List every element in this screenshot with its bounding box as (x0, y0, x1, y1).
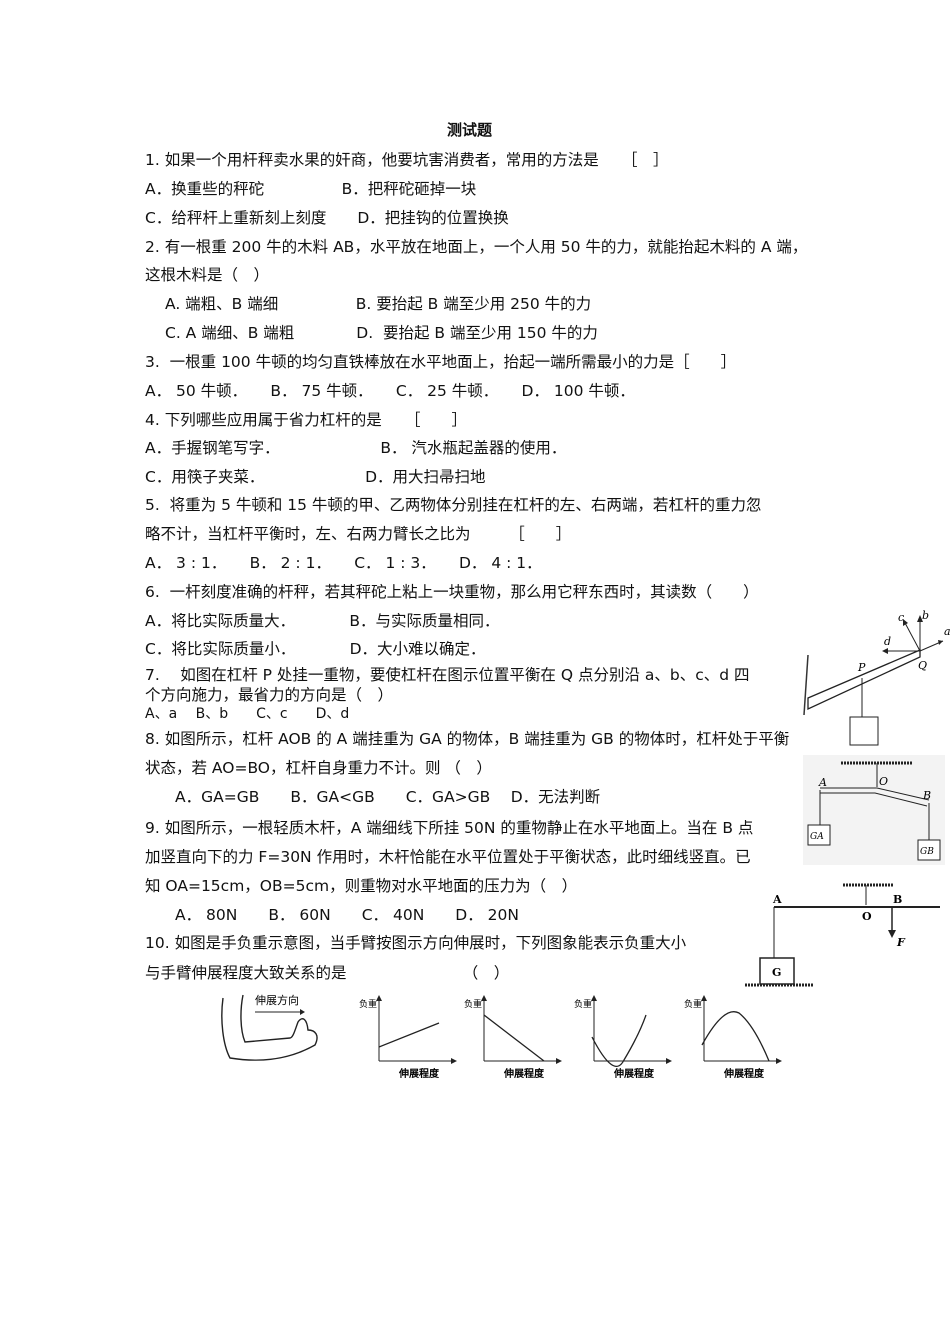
label-ga: GA (810, 832, 824, 842)
label-a: A (818, 776, 827, 789)
text-line: 这根木料是（ ） (145, 266, 270, 284)
text-line: 3. 一根重 100 牛顿的均匀直铁棒放在水平地面上，抬起一端所需最小的力是［ … (145, 353, 737, 371)
text-line: 2. 有一根重 200 牛的木料 AB，水平放在地面上，一个人用 50 牛的力，… (145, 238, 808, 256)
y-axis-label: 负重 (464, 998, 482, 1010)
label-o: O (879, 775, 888, 788)
text-line: C．将比实际质量小． D．大小难以确定． (145, 640, 486, 658)
label-c: c (898, 611, 904, 624)
text-line: A. 端粗、B 端细 B. 要抬起 B 端至少用 250 牛的力 (165, 295, 592, 313)
y-axis-label: 负重 (684, 998, 702, 1010)
label-d: d (884, 635, 891, 648)
text-line: 与手臂伸展程度大致关系的是 （ ） (145, 964, 510, 982)
text-line: C. A 端细、B 端粗 D. 要抬起 B 端至少用 150 牛的力 (165, 324, 598, 342)
q10-graph-option: 负重 伸展程度 (359, 995, 457, 1080)
q10-graph-option: 负重 伸展程度 (464, 995, 562, 1080)
label-a: A (772, 893, 782, 906)
q9-lever-figure: A O B F G (745, 883, 940, 987)
x-axis-label: 伸展程度 (398, 1067, 440, 1080)
text-line: 6. 一杆刻度准确的杆秤，若其秤砣上粘上一块重物，那么用它秤东西时，其读数（ ） (145, 583, 759, 601)
text-line: C．给秤杆上重新刻上刻度 D．把挂钩的位置换换 (145, 209, 509, 227)
text-line: 4. 下列哪些应用属于省力杠杆的是 ［ ］ (145, 411, 467, 429)
label-g: G (772, 966, 781, 979)
y-axis-label: 负重 (574, 998, 592, 1010)
label-gb: GB (920, 847, 934, 857)
text-line: 加竖直向下的力 F=30N 作用时，木杆恰能在水平位置处于平衡状态，此时细线竖直… (145, 848, 751, 866)
text-line: A．将比实际质量大． B．与实际质量相同． (145, 612, 500, 630)
x-axis-label: 伸展程度 (723, 1067, 765, 1080)
q10-graph-option: 负重 伸展程度 (574, 995, 672, 1080)
y-axis-label: 负重 (359, 998, 377, 1010)
q10-arm-figure: 伸展方向 (221, 993, 318, 1061)
page-title: 测试题 (447, 121, 493, 139)
text-line: 5. 将重为 5 牛顿和 15 牛顿的甲、乙两物体分别挂在杠杆的左、右两端，若杠… (145, 496, 762, 514)
text-line: 状态，若 AO=BO，杠杆自身重力不计。则 （ ） (145, 759, 492, 777)
label-b: B (893, 893, 902, 906)
text-line: 1. 如果一个用杆秤卖水果的奸商，他要坑害消费者，常用的方法是 ［ ］ (145, 151, 669, 169)
x-axis-label: 伸展程度 (503, 1067, 545, 1080)
label-p: P (857, 661, 866, 674)
text-line: 8. 如图所示，杠杆 AOB 的 A 端挂重为 GA 的物体，B 端挂重为 GB… (145, 730, 790, 748)
text-line: A． 80N B． 60N C． 40N D． 20N (175, 906, 519, 924)
x-axis-label: 伸展程度 (613, 1067, 655, 1080)
label-q: Q (918, 659, 927, 672)
q10-graph-option: 负重 伸展程度 (684, 995, 782, 1080)
text-line: 个方向施力，最省力的方向是（ ） (145, 686, 394, 704)
text-line: 知 OA=15cm，OB=5cm，则重物对水平地面的压力为（ ） (145, 877, 578, 895)
text-line: 10. 如图是手负重示意图，当手臂按图示方向伸展时，下列图象能表示负重大小 (145, 934, 687, 952)
text-line: A．换重些的秤砣 B．把秤砣砸掉一块 (145, 180, 477, 198)
text-line: 略不计，当杠杆平衡时，左、右两力臂长之比为 ［ ］ (145, 525, 572, 543)
text-line: 9. 如图所示，一根轻质木杆，A 端细线下所挂 50N 的重物静止在水平地面上。… (145, 819, 754, 837)
text-line: A．GA=GB B．GA<GB C．GA>GB D．无法判断 (175, 788, 601, 806)
label-a: a (944, 625, 950, 638)
label-b: b (922, 609, 929, 622)
text-line: 7. 如图在杠杆 P 处挂一重物，要使杠杆在图示位置平衡在 Q 点分别沿 a、b… (145, 666, 750, 684)
text-line: A．手握钢笔写字． B． 汽水瓶起盖器的使用． (145, 439, 567, 457)
label-o: O (862, 910, 872, 923)
label-f: F (896, 936, 906, 949)
text-line: C．用筷子夹菜． D．用大扫帚扫地 (145, 468, 486, 486)
text-line: A． 3 : 1． B． 2 : 1． C． 1 : 3． D． 4 : 1． (145, 554, 542, 572)
text-line: A． 50 牛顿． B． 75 牛顿． C． 25 牛顿． D． 100 牛顿． (145, 382, 635, 400)
label-b: B (922, 789, 931, 802)
q7-lever-figure: a b c d P Q (803, 609, 950, 746)
arm-direction-label: 伸展方向 (255, 993, 299, 1007)
text-line: A、a B、b C、c D、d (145, 706, 350, 722)
q8-lever-figure: A O B GA GB (803, 755, 945, 865)
